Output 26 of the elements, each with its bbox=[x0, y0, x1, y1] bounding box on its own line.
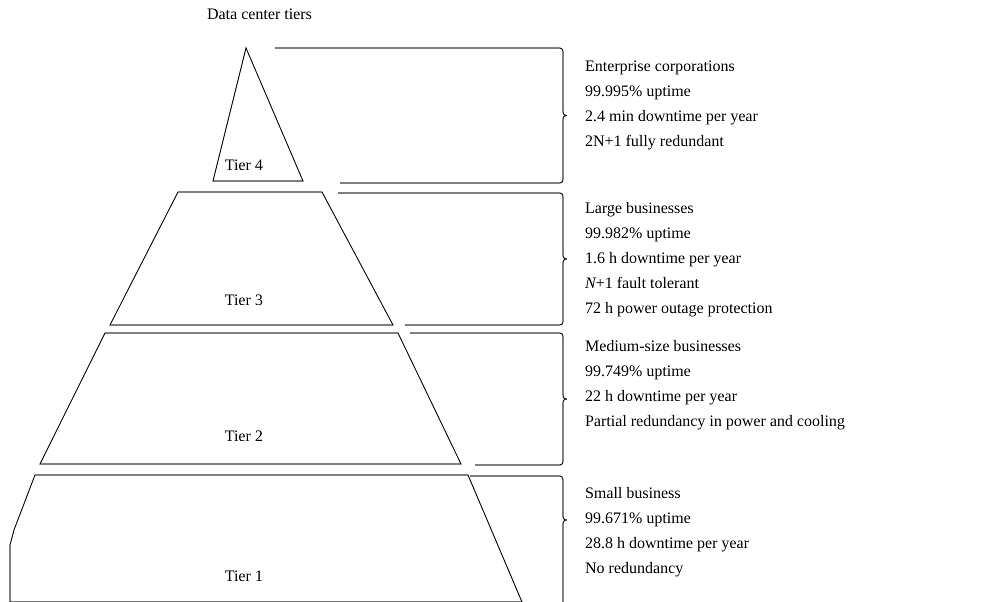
pyramid-tier bbox=[40, 333, 461, 464]
tier-description: 28.8 h downtime per year bbox=[585, 535, 749, 553]
tier-label: Tier 4 bbox=[224, 157, 263, 175]
tier-label: Tier 3 bbox=[224, 292, 263, 310]
tier-label: Tier 1 bbox=[224, 568, 263, 586]
pyramid-tier bbox=[10, 475, 522, 602]
tier-description: 72 h power outage protection bbox=[585, 300, 772, 318]
tier-description: 99.671% uptime bbox=[585, 510, 691, 528]
diagram-title: Data center tiers bbox=[207, 6, 312, 24]
tier-description: Small business bbox=[585, 485, 681, 503]
tier-description: Medium-size businesses bbox=[585, 338, 741, 356]
tier-description: 1.6 h downtime per year bbox=[585, 250, 741, 268]
tier-label: Tier 2 bbox=[224, 428, 263, 446]
pyramid-tier bbox=[213, 48, 303, 181]
tier-description: 22 h downtime per year bbox=[585, 388, 737, 406]
tier-description: 2N+1 fully redundant bbox=[585, 133, 724, 151]
tier-description: Partial redundancy in power and cooling bbox=[585, 413, 845, 431]
tier-description: Enterprise corporations bbox=[585, 58, 735, 76]
tier-description: 2.4 min downtime per year bbox=[585, 108, 758, 126]
pyramid-tier bbox=[110, 192, 393, 325]
tier-description: 99.749% uptime bbox=[585, 363, 691, 381]
tier-description: N+1 fault tolerant bbox=[585, 275, 699, 293]
tier-description: 99.995% uptime bbox=[585, 83, 691, 101]
tier-description: 99.982% uptime bbox=[585, 225, 691, 243]
tier-description: Large businesses bbox=[585, 200, 694, 218]
tier-description: No redundancy bbox=[585, 560, 684, 578]
